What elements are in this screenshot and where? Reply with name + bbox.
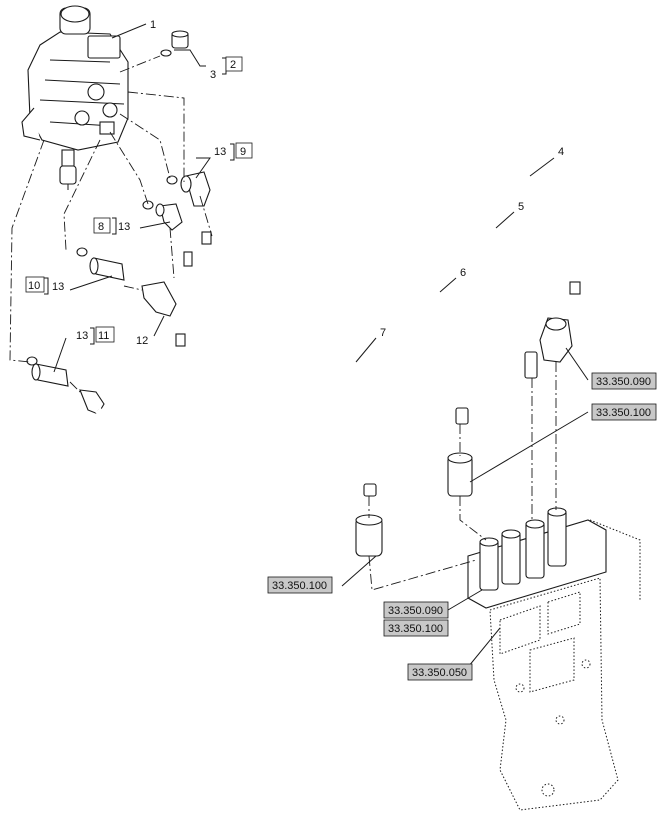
callout-9: 9 xyxy=(240,146,246,158)
reference-labels: 33.350.090 33.350.100 33.350.100 33.350.… xyxy=(267,372,657,681)
ref-33-350-100-left: 33.350.100 xyxy=(272,580,327,592)
ref-33-350-090-right: 33.350.090 xyxy=(596,376,651,388)
manifold-block xyxy=(467,507,607,609)
callout-12: 12 xyxy=(136,335,148,347)
callout-1: 1 xyxy=(150,19,156,31)
plug-and-seal xyxy=(160,30,189,57)
callout-5: 5 xyxy=(518,201,524,213)
end-fittings xyxy=(355,317,573,557)
callout-10: 10 xyxy=(28,280,40,292)
callout-4: 4 xyxy=(558,146,564,158)
ref-33-350-100-bottom: 33.350.100 xyxy=(388,623,443,635)
callout-13-mid: 13 xyxy=(52,281,64,293)
callout-3: 3 xyxy=(210,69,216,81)
callout-labels: 1 2 3 4 5 6 7 8 9 10 11 12 13 13 13 13 xyxy=(25,19,564,347)
callout-13-left: 13 xyxy=(118,221,130,233)
callout-7: 7 xyxy=(380,327,386,339)
leader-lines xyxy=(53,23,589,673)
hydraulic-pipes xyxy=(95,146,592,497)
assembly-center-lines xyxy=(9,55,557,591)
callout-11: 11 xyxy=(98,330,109,342)
ref-33-350-090-bottom: 33.350.090 xyxy=(388,605,443,617)
mounting-bracket xyxy=(489,519,641,811)
control-valve-assembly xyxy=(21,5,129,190)
ref-33-350-100-right: 33.350.100 xyxy=(596,407,651,419)
callout-13-lower: 13 xyxy=(76,330,88,342)
callout-13-upper: 13 xyxy=(214,146,226,158)
callout-6: 6 xyxy=(460,267,466,279)
callout-8: 8 xyxy=(98,221,104,233)
fittings xyxy=(26,171,211,415)
ref-33-350-050: 33.350.050 xyxy=(412,667,467,679)
callout-2: 2 xyxy=(230,59,236,71)
